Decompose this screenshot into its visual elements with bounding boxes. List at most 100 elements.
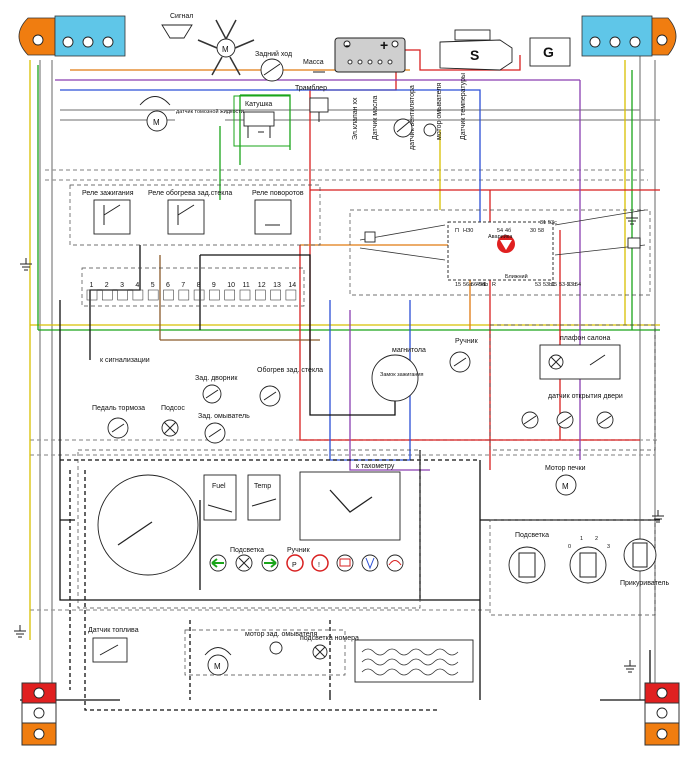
svg-text:!: !: [318, 562, 320, 569]
rear-wiper-group: Зад. дворник Обогрев зад. стекла Зад. ом…: [195, 366, 323, 444]
pin-label: 49а: [476, 282, 486, 288]
brake-pedal-label: Педаль тормоза: [92, 405, 145, 412]
top-sensors: Эл.клапан хх Датчик масла датчик вентиля…: [352, 73, 467, 150]
choke-label: Подсос: [161, 405, 185, 412]
pin-label: 4б: [505, 228, 511, 234]
pin-label: 56а: [463, 282, 473, 288]
ignition-lock: Замок зажигания магнитола Ручник: [371, 338, 479, 402]
generator-label: G: [543, 44, 554, 60]
fan-sensor-label: датчик вентилятора: [409, 85, 416, 150]
temp-sensor-label: Датчик температуры: [460, 73, 467, 140]
turn-relay-label: Реле поворотов: [252, 190, 304, 197]
pin-label: 56: [471, 282, 477, 288]
radio-label: магнитола: [392, 347, 426, 354]
heater-console: Мотор печки M Подсветка Прикуриватель 01…: [489, 465, 669, 616]
fuse-6: [163, 289, 174, 301]
fuse-8: [193, 289, 205, 301]
fuse-number: 2: [105, 282, 109, 289]
oil-sensor-label: Датчик масла: [372, 95, 379, 140]
pin-label: 56b: [479, 282, 488, 288]
temp-label: Temp: [254, 483, 271, 490]
pin-label: 15: [455, 282, 461, 288]
front-left-light: [18, 15, 126, 57]
wire-layer: [20, 49, 660, 711]
door-sensor-label: датчик открытия двери: [548, 393, 623, 400]
relay-block: Реле зажигания Реле обогрева зад.стекла …: [69, 184, 321, 246]
battery-minus: -: [345, 37, 350, 53]
knob-position: 1: [580, 536, 583, 542]
rear-heat-label: Обогрев зад. стекла: [257, 366, 323, 374]
ignition-coil: Катушка: [233, 95, 291, 147]
pin-label: L: [484, 282, 487, 288]
pin-label: R: [492, 282, 496, 288]
ignition-lock-label: Замок зажигания: [380, 372, 424, 378]
rear-left-light: [21, 682, 57, 746]
handbrake-label: Ручник: [455, 338, 479, 345]
fuse-number: 14: [288, 282, 296, 289]
plate-light-label: подсветка номера: [300, 635, 359, 642]
ground-label: Масса: [303, 59, 324, 66]
fuse-number: 13: [273, 282, 281, 289]
pin-label: 31: [540, 220, 546, 226]
fuse-number: 10: [227, 282, 235, 289]
fuse-number: 4: [135, 282, 139, 289]
fuse-13: [270, 289, 281, 301]
rear-washer-label: Зад. омыватель: [198, 413, 250, 420]
generator: G: [529, 37, 571, 67]
fan-motor: M: [197, 19, 255, 76]
knob-position: 0: [568, 544, 571, 550]
brake-fluid-label: датчик томозной жидкости: [176, 108, 244, 115]
fuse-5: [147, 289, 159, 301]
pin-label: 15: [551, 282, 557, 288]
pin-label: 53: [535, 282, 541, 288]
rear-heater-grid: [354, 639, 474, 683]
knob-positions: 0 1 2 3: [568, 536, 610, 550]
rear-wiper-label: Зад. дворник: [195, 375, 238, 382]
fuse-12: [255, 289, 266, 301]
coil-label: Катушка: [245, 101, 272, 108]
fan-motor-m: M: [222, 45, 229, 54]
pin-label: 54: [497, 228, 503, 234]
fuse-1: [86, 289, 98, 301]
fuse-number: 1: [90, 282, 94, 289]
ground-distributor: Масса Трамблер: [295, 59, 329, 122]
knob-position: 3: [607, 544, 610, 550]
fuse-number: 7: [181, 282, 185, 289]
fuse-3: [117, 289, 128, 301]
pin-label: П: [455, 228, 459, 234]
el-valve-label: Эл.клапан хх: [352, 97, 359, 140]
cluster-handbrake-label: Ручник: [287, 547, 311, 554]
knob-position: 2: [595, 536, 598, 542]
pin-label: НЗ0: [463, 228, 473, 234]
brake-fluid-sensor: M датчик томозной жидкости: [139, 96, 244, 132]
starter: S: [439, 29, 513, 71]
heater-motor-label: Мотор печки: [545, 465, 586, 472]
low-beam-label: Ближний: [505, 273, 528, 280]
cluster-backlight-label: Подсветка: [230, 547, 264, 554]
fuel-sensor: Датчик топлива: [88, 627, 139, 663]
fuse-9: [209, 289, 220, 301]
fuse-number: 8: [197, 282, 201, 289]
fuse-number: 3: [120, 282, 124, 289]
reverse-label: Задний ход: [255, 50, 292, 58]
fuse-number: 11: [243, 282, 250, 289]
fuse-number: 12: [258, 282, 266, 289]
rear-wiper-motor-m: M: [214, 662, 221, 671]
console-backlight-label: Подсветка: [515, 532, 549, 539]
pin-label: 30: [530, 228, 536, 234]
pin-label: 53с: [548, 220, 557, 226]
fuse-number: 9: [212, 282, 216, 289]
pin-label: 54: [575, 282, 581, 288]
reverse-switch: Задний ход: [255, 50, 292, 82]
brake-motor-m: M: [153, 118, 160, 127]
horn-label: Сигнал: [170, 13, 193, 20]
lighter-label: Прикуриватель: [620, 580, 669, 587]
distributor-label: Трамблер: [295, 84, 327, 92]
fuse-10: [224, 289, 235, 301]
to-alarm-label: к сигнализации: [100, 357, 150, 364]
